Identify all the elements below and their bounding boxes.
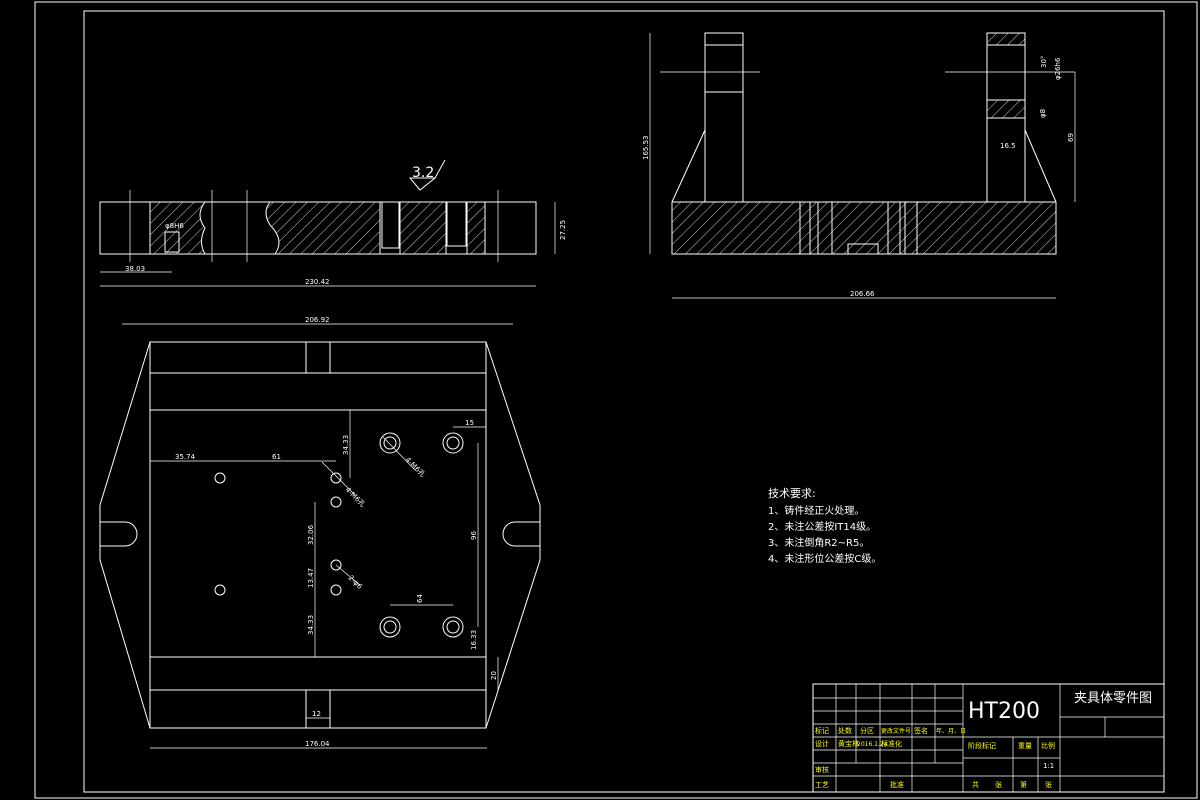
note-2: 2、未注公差按IT14级。 xyxy=(768,520,876,533)
dim-d11: 12 xyxy=(312,710,321,718)
dim-d12: 64 xyxy=(416,594,424,603)
dim-detail-angle: 30° xyxy=(1040,56,1048,68)
dim-d10: 20 xyxy=(490,671,498,680)
dim-detail-hole: φ8 xyxy=(1039,109,1047,118)
tb-review: 审核 xyxy=(815,765,829,774)
tb-sign: 签名 xyxy=(914,726,928,735)
sheet-border-outer xyxy=(34,1,1198,799)
tb-scale-label: 比例 xyxy=(1041,741,1055,750)
hole-label: φ8H6 xyxy=(165,222,184,230)
dim-d2: 61 xyxy=(272,453,281,461)
title-block: HT200 夹具体零件图 标记 处数 分区 更改文件号 签名 年、月、日 设计 … xyxy=(812,683,1165,793)
dim-d8: 96 xyxy=(470,531,478,540)
hole-label-2: 4-M6孔 xyxy=(344,486,367,509)
tb-mark: 标记 xyxy=(815,726,829,735)
dim-total-height: 165.53 xyxy=(642,136,650,161)
dim-bottom-width: 176.04 xyxy=(305,740,330,748)
tb-change-doc: 更改文件号 xyxy=(881,727,911,735)
dim-detail-dia: φ26h6 xyxy=(1054,57,1062,80)
dim-top-width: 206.92 xyxy=(305,316,330,324)
tb-designer-name: 黄宝林 xyxy=(838,739,859,748)
tb-date: 2016.1.24 xyxy=(857,741,888,748)
dim-d6: 13.47 xyxy=(307,568,315,588)
tb-process: 工艺 xyxy=(815,781,829,789)
drawing-name: 夹具体零件图 xyxy=(1074,691,1152,706)
dim-left-offset: 38.03 xyxy=(125,265,145,273)
tb-sheet-4: 张 xyxy=(1045,780,1052,789)
dim-d4: 15 xyxy=(465,419,474,427)
dim-height: 27.25 xyxy=(559,220,567,240)
dim-detail-width: 16.5 xyxy=(1000,142,1016,150)
tb-stage-label: 阶段标记 xyxy=(968,741,996,750)
tb-zone: 分区 xyxy=(860,726,874,735)
note-1: 1、铸件经正火处理。 xyxy=(768,504,864,517)
top-view: 206.92 176.04 35.74 61 34.33 15 32.06 13… xyxy=(99,316,541,749)
tb-date-label: 年、月、日 xyxy=(936,727,966,735)
sheet-border-inner xyxy=(83,10,1165,793)
front-section-view: 3.2 φ8H6 38.03 230.42 27.25 xyxy=(99,159,567,287)
tb-count: 处数 xyxy=(838,726,852,735)
tb-sheet-2: 张 xyxy=(995,780,1002,789)
dim-d7: 34.33 xyxy=(307,615,315,635)
technical-notes: 技术要求: 1、铸件经正火处理。 2、未注公差按IT14级。 3、未注倒角R2~… xyxy=(768,487,881,565)
hole-label-1: 4-M6孔 xyxy=(404,456,427,479)
tb-approve: 批准 xyxy=(890,780,904,789)
dim-d1: 35.74 xyxy=(175,453,196,461)
roughness-label: 3.2 xyxy=(412,165,434,181)
tb-sheet-1: 共 xyxy=(972,780,979,789)
tb-standardize: 标准化 xyxy=(881,739,902,748)
side-section-view: 165.53 206.66 69 16.5 φ8 30° φ26h6 xyxy=(642,32,1076,299)
dim-width: 206.66 xyxy=(850,290,875,298)
dim-d3: 34.33 xyxy=(342,435,350,455)
notes-title: 技术要求: xyxy=(768,487,816,500)
dim-d9: 16.33 xyxy=(470,630,478,650)
note-3: 3、未注倒角R2~R5。 xyxy=(768,536,869,549)
note-4: 4、未注形位公差按C级。 xyxy=(768,552,881,565)
hole-label-3: 2-φ6 xyxy=(347,574,364,591)
tb-sheet-3: 第 xyxy=(1020,780,1027,789)
dim-total-length: 230.42 xyxy=(305,278,330,286)
material-label: HT200 xyxy=(968,699,1040,724)
tb-weight-label: 重量 xyxy=(1018,742,1032,750)
dim-upper-height: 69 xyxy=(1067,133,1075,142)
dim-d5: 32.06 xyxy=(307,524,315,545)
tb-designer-label: 设计 xyxy=(815,739,829,748)
tb-scale: 1:1 xyxy=(1043,762,1054,770)
